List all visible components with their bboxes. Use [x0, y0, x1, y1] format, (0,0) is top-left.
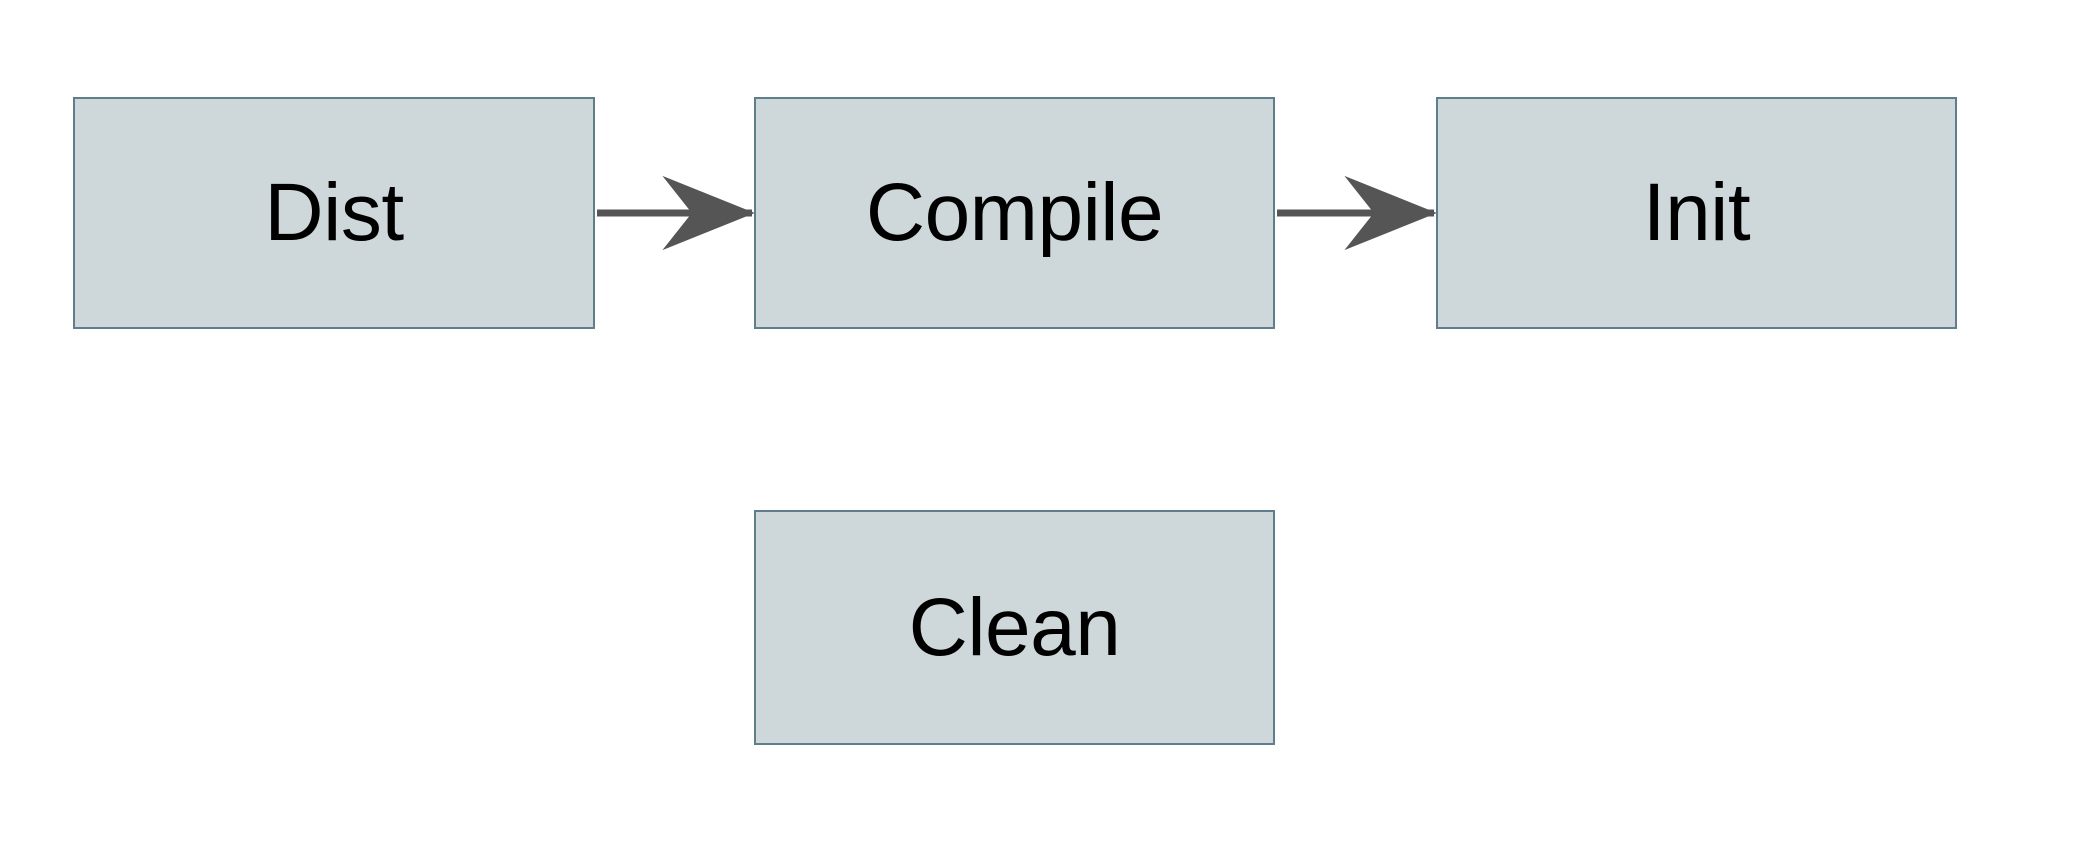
- node-clean[interactable]: Clean: [754, 510, 1275, 745]
- node-label-compile: Compile: [865, 167, 1164, 258]
- node-compile[interactable]: Compile: [754, 97, 1275, 329]
- node-dist[interactable]: Dist: [73, 97, 595, 329]
- node-label-clean: Clean: [908, 581, 1121, 673]
- node-label-init: Init: [1642, 167, 1751, 258]
- node-label-dist: Dist: [264, 167, 404, 258]
- node-init[interactable]: Init: [1436, 97, 1957, 329]
